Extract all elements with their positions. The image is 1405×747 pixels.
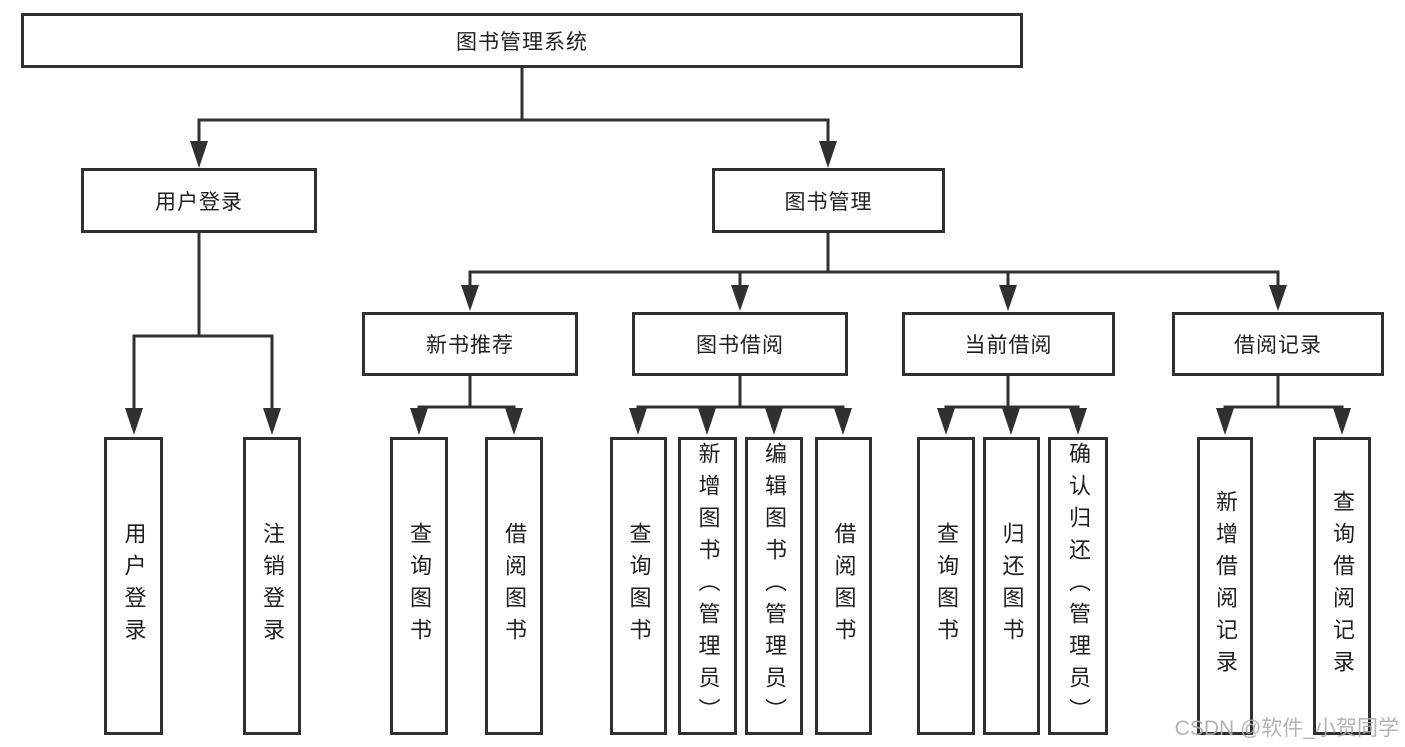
leaf-add-borrow-record: 新增借阅记录 [1197, 437, 1253, 735]
arrow-down-icon [410, 408, 428, 435]
node-library-system: 图书管理系统 [21, 13, 1023, 68]
node-new-book-recommend: 新书推荐 [362, 312, 578, 376]
node-book-management-label: 图书管理 [784, 190, 873, 214]
leaf-confirm-return-admin-label: 确认归还（管理员） [1066, 442, 1091, 730]
arrow-down-icon [937, 408, 955, 435]
node-user-login-branch-label: 用户登录 [155, 190, 243, 214]
connector-borrow-records [1223, 373, 1344, 409]
leaf-user-login: 用户登录 [104, 437, 163, 735]
leaf-add-book-admin-label: 新增图书（管理员） [695, 442, 721, 730]
leaf-borrow-books: 借阅图书 [815, 437, 872, 735]
node-current-borrow: 当前借阅 [902, 312, 1115, 376]
leaf-logout: 注销登录 [243, 437, 301, 735]
leaf-query-books-recommend: 查询图书 [390, 437, 448, 735]
leaf-query-books-current-label: 查询图书 [934, 522, 959, 650]
arrow-down-icon [765, 408, 783, 435]
arrow-down-icon [461, 285, 479, 311]
node-user-login-branch: 用户登录 [81, 168, 317, 233]
leaf-query-books-current: 查询图书 [917, 437, 975, 735]
csdn-watermark: CSDN @软件_小贺同学 [1174, 717, 1399, 740]
leaf-edit-book-admin: 编辑图书（管理员） [745, 437, 803, 735]
node-new-book-recommend-label: 新书推荐 [426, 334, 514, 357]
node-borrow-records-label: 借阅记录 [1234, 334, 1322, 357]
arrow-down-icon [263, 408, 281, 435]
leaf-edit-book-admin-label: 编辑图书（管理员） [762, 442, 787, 730]
arrow-down-icon [1333, 408, 1351, 435]
leaf-add-book-admin: 新增图书（管理员） [678, 437, 737, 735]
connector-book-management [468, 231, 1280, 290]
leaf-user-login-label: 用户登录 [121, 522, 147, 650]
leaf-return-book: 归还图书 [983, 437, 1040, 735]
leaf-borrow-books-label: 借阅图书 [831, 522, 857, 650]
arrow-down-icon [505, 408, 523, 435]
node-current-borrow-label: 当前借阅 [964, 334, 1053, 357]
leaf-query-books-borrow: 查询图书 [610, 437, 667, 735]
leaf-borrow-books-recommend-label: 借阅图书 [502, 522, 527, 650]
arrow-down-icon [1269, 285, 1287, 311]
arrow-down-icon [834, 408, 852, 435]
leaf-query-borrow-record-label: 查询借阅记录 [1330, 490, 1355, 682]
leaf-borrow-books-recommend: 借阅图书 [485, 437, 543, 735]
arrow-down-icon [1069, 408, 1087, 435]
arrow-down-icon [731, 285, 749, 311]
arrow-down-icon [125, 408, 143, 435]
arrow-down-icon [819, 141, 837, 168]
arrow-down-icon [1002, 408, 1020, 435]
leaf-confirm-return-admin: 确认归还（管理员） [1048, 437, 1108, 735]
arrow-down-icon [190, 141, 208, 168]
connector-current-borrow [944, 373, 1080, 409]
leaf-query-borrow-record: 查询借阅记录 [1313, 437, 1371, 735]
arrow-down-icon [629, 408, 647, 435]
node-borrow-records: 借阅记录 [1172, 312, 1384, 376]
leaf-return-book-label: 归还图书 [999, 522, 1025, 650]
arrow-down-icon [698, 408, 716, 435]
leaf-logout-label: 注销登录 [260, 522, 285, 650]
leaf-query-books-borrow-label: 查询图书 [626, 522, 652, 650]
arrow-down-icon [1216, 408, 1234, 435]
connector-new-book [417, 373, 516, 409]
node-book-management: 图书管理 [712, 168, 945, 233]
node-book-borrow-label: 图书借阅 [696, 334, 784, 357]
connector-user-login [132, 231, 274, 414]
arrow-down-icon [999, 285, 1017, 311]
node-book-borrow: 图书借阅 [632, 312, 848, 376]
node-library-system-label: 图书管理系统 [456, 30, 588, 54]
connector-book-borrow [636, 373, 845, 409]
arrowheads [125, 141, 1351, 435]
leaf-add-borrow-record-label: 新增借阅记录 [1213, 490, 1238, 682]
leaf-query-books-recommend-label: 查询图书 [407, 522, 432, 650]
connector-root [197, 66, 830, 148]
